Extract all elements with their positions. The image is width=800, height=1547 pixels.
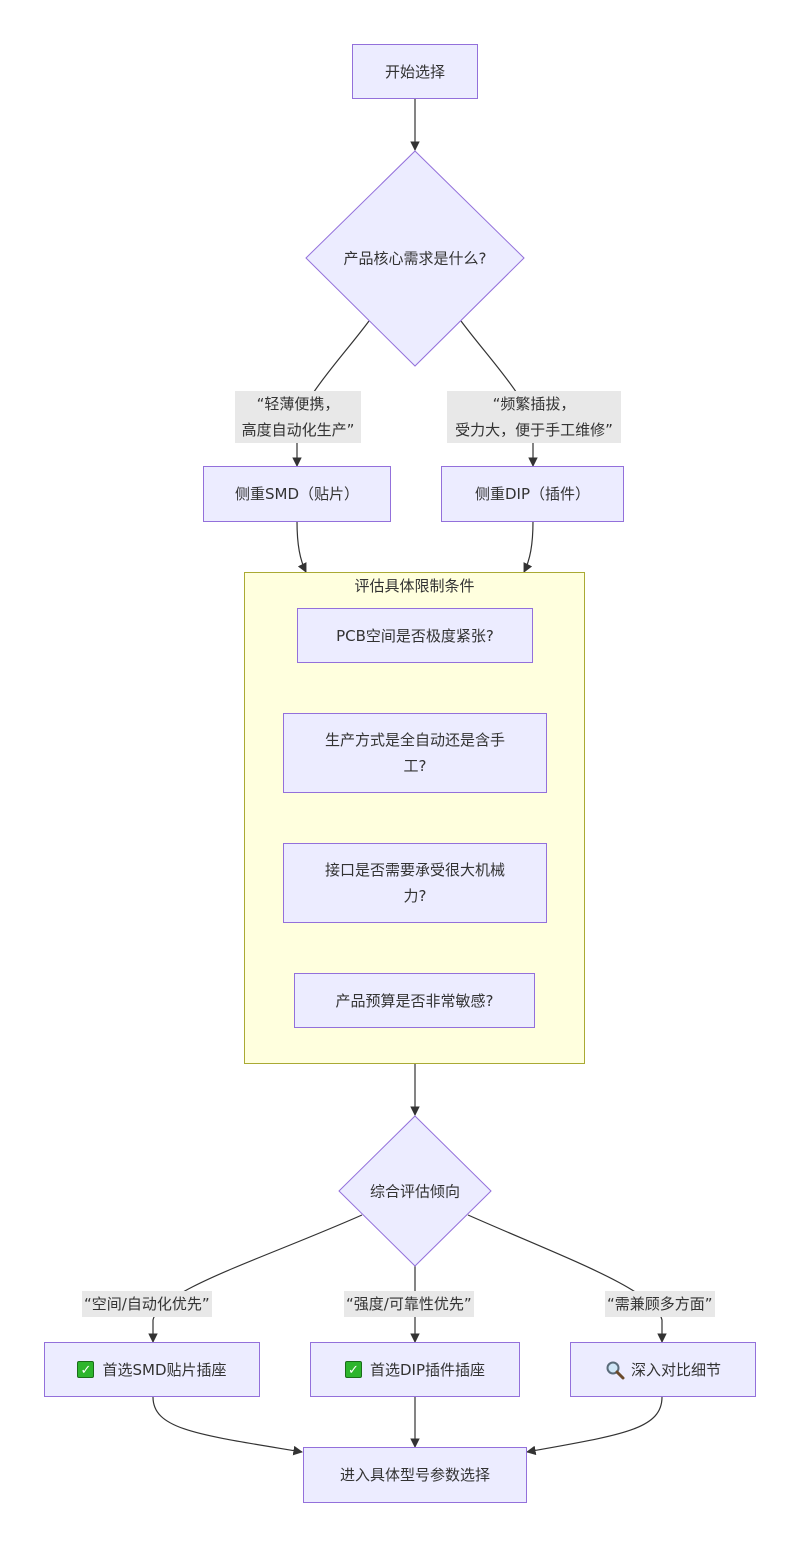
edge-label-to-smd: “轻薄便携， 高度自动化生产”: [235, 391, 361, 443]
diamond-evaluate: [338, 1115, 492, 1267]
node-next-step[interactable]: 进入具体型号参数选择: [303, 1447, 527, 1503]
constraint-budget[interactable]: 产品预算是否非常敏感?: [294, 973, 535, 1028]
edge-label-to-dip-line1: “频繁插拔，: [492, 395, 576, 413]
constraint-production-mode[interactable]: 生产方式是全自动还是含手工?: [283, 713, 547, 793]
node-compare-label: 深入对比细节: [630, 1360, 721, 1379]
edge-label-to-choose-smd: “空间/自动化优先”: [82, 1291, 212, 1317]
edge-smd-to-cluster: [296, 520, 307, 573]
edge-label-to-dip: “频繁插拔， 受力大，便于手工维修”: [447, 391, 621, 443]
node-start-label: 开始选择: [384, 62, 445, 81]
node-start[interactable]: 开始选择: [352, 44, 478, 99]
node-dip-focus[interactable]: 侧重DIP（插件）: [441, 466, 624, 522]
node-dip-focus-label: 侧重DIP（插件）: [474, 485, 591, 503]
constraint-mechanical-force[interactable]: 接口是否需要承受很大机械力?: [283, 843, 547, 923]
edge-label-to-choose-dip: “强度/可靠性优先”: [344, 1291, 474, 1317]
check-mark-icon: ✓: [77, 1361, 95, 1378]
node-choose-smd-label: 首选SMD贴片插座: [102, 1360, 227, 1379]
edge-label-to-smd-line1: “轻薄便携，: [256, 395, 340, 413]
edge-evaluate-to-compare: [467, 1214, 667, 1343]
edge-evaluate-to-choose-smd: [148, 1214, 363, 1343]
node-smd-focus[interactable]: 侧重SMD（贴片）: [203, 466, 391, 522]
node-evaluate-label[interactable]: 综合评估倾向: [369, 1182, 461, 1201]
check-mark-icon: ✓: [344, 1361, 362, 1378]
constraint-mechanical-force-label: 接口是否需要承受很大机械力?: [324, 861, 505, 905]
node-choose-dip[interactable]: ✓ 首选DIP插件插座: [310, 1342, 520, 1397]
node-next-step-label: 进入具体型号参数选择: [339, 1466, 490, 1484]
constraint-pcb-space[interactable]: PCB空间是否极度紧张?: [297, 608, 533, 663]
constraint-pcb-space-label: PCB空间是否极度紧张?: [336, 626, 494, 645]
magnifier-icon: [606, 1361, 625, 1379]
edge-label-to-smd-line2: 高度自动化生产”: [241, 421, 355, 439]
node-choose-dip-label: 首选DIP插件插座: [369, 1360, 486, 1379]
node-smd-focus-label: 侧重SMD（贴片）: [234, 485, 359, 503]
edge-label-to-dip-line2: 受力大，便于手工维修”: [455, 421, 613, 439]
constraint-production-mode-label: 生产方式是全自动还是含手工?: [324, 731, 505, 775]
cluster-title: 评估具体限制条件: [354, 577, 475, 595]
edge-label-to-compare: “需兼顾多方面”: [605, 1291, 715, 1317]
edge-choose-smd-to-next: [152, 1396, 303, 1456]
edge-compare-to-next: [526, 1396, 663, 1456]
constraint-budget-label: 产品预算是否非常敏感?: [335, 991, 494, 1010]
node-core-need-label[interactable]: 产品核心需求是什么?: [343, 249, 487, 268]
node-compare[interactable]: 深入对比细节: [570, 1342, 756, 1397]
node-choose-smd[interactable]: ✓ 首选SMD贴片插座: [44, 1342, 260, 1397]
diamond-core-need: [305, 150, 525, 367]
edge-dip-to-cluster: [523, 520, 534, 573]
